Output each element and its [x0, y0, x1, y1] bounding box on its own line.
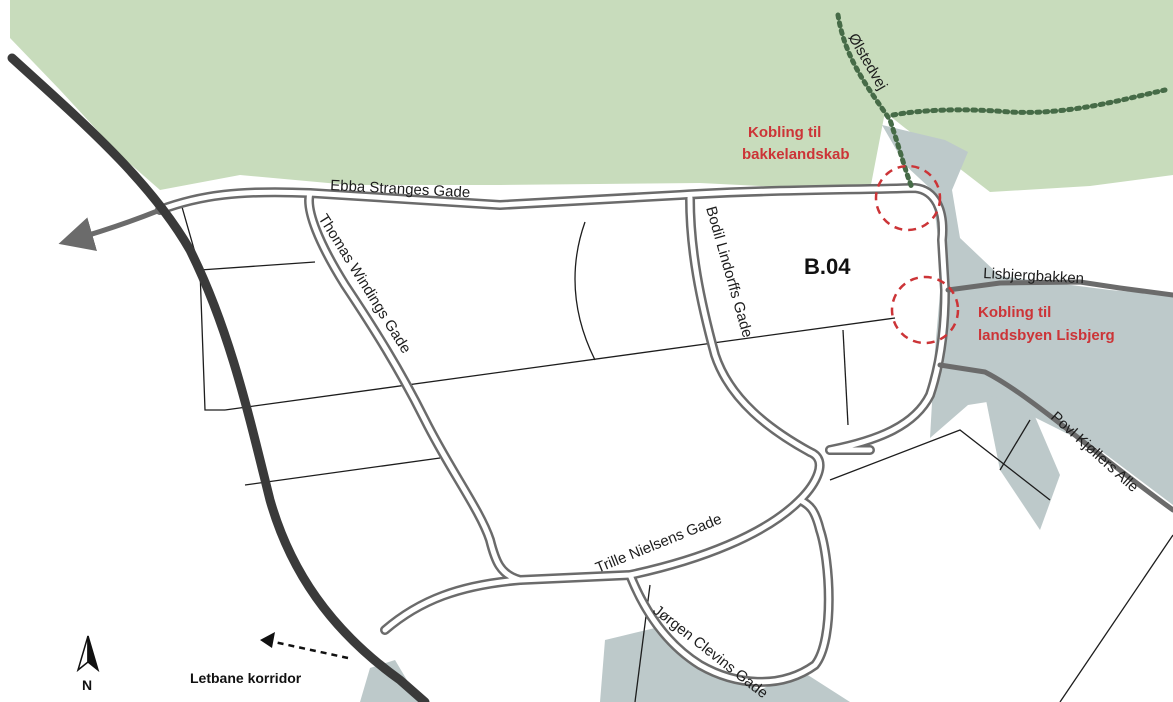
- road-network: [58, 183, 1173, 687]
- road-trille-nielsens: [515, 447, 825, 585]
- north-arrow-icon: [76, 635, 100, 673]
- road-povl-kjollers: [937, 362, 1173, 513]
- village-area-south-east: [985, 395, 1060, 530]
- label-thomas-windings: Thomas Windings Gade: [315, 211, 415, 356]
- callout-bakke-line2: bakkelandskab: [742, 146, 850, 163]
- road-west-exit: [58, 207, 163, 252]
- callout-landsby-line2: landsbyen Lisbjerg: [978, 327, 1115, 344]
- rail-corridor: [7, 53, 430, 702]
- dotted-footpath: [835, 12, 1168, 191]
- plot-label-b04: B.04: [804, 254, 851, 279]
- village-area-corner: [360, 660, 420, 702]
- arrowhead-letbane: [260, 632, 275, 648]
- parcel-lines: [179, 199, 1173, 702]
- callout-landsby-line1: Kobling til: [978, 304, 1051, 321]
- green-landscape-area: [10, 0, 1173, 192]
- dashed-arrow-icon: [264, 638, 349, 660]
- road-trille-west: [380, 575, 525, 635]
- road-ebba-stranges: [155, 183, 950, 455]
- callout-bakke-line1: Kobling til: [748, 124, 821, 141]
- road-lisbjergbakken: [945, 279, 1173, 298]
- label-lisbjergbakken: Lisbjergbakken: [983, 265, 1085, 287]
- village-area-east: [882, 125, 1173, 505]
- highlight-circle-landsby: [890, 275, 960, 345]
- highlight-circle-bakke: [874, 164, 942, 232]
- letbane-label: Letbane korridor: [190, 670, 302, 686]
- compass-label: N: [82, 677, 92, 693]
